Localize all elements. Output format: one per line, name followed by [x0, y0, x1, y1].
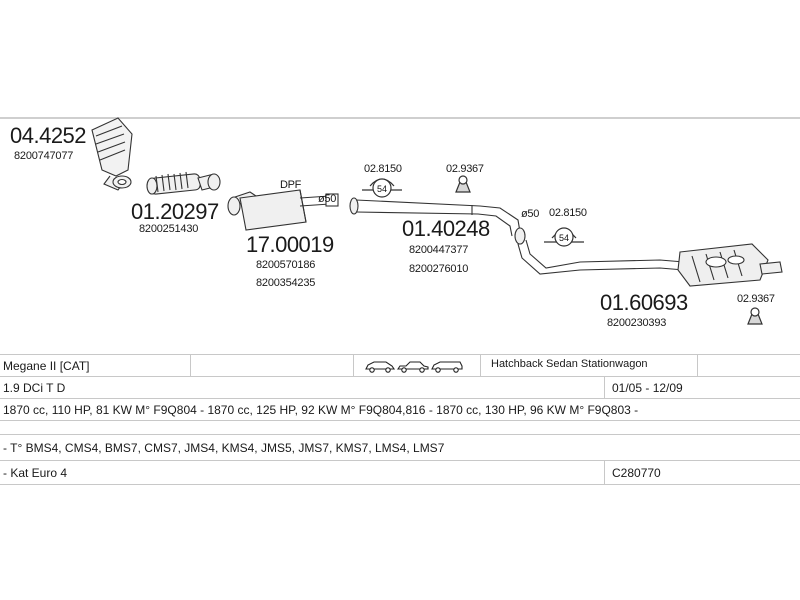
stationwagon-icon	[431, 360, 463, 373]
oem-number: 8200276010	[409, 263, 469, 275]
table-row: Megane II [CAT] Hatchback Sedan Stationw…	[0, 354, 800, 377]
oem-number: 8200747077	[14, 150, 74, 162]
diameter-label: ø50	[521, 208, 540, 220]
oem-number: 8200354235	[256, 277, 316, 289]
sedan-icon	[396, 360, 429, 373]
oem-number: 8200447377	[409, 244, 469, 256]
column-divider	[353, 355, 354, 376]
clamp-part-number: 02.8150	[364, 163, 402, 175]
production-years: 01/05 - 12/09	[612, 380, 683, 395]
table-row: - Kat Euro 4 C280770	[0, 461, 800, 485]
part-number: 01.40248	[402, 216, 490, 241]
part-number: 01.20297	[131, 199, 219, 224]
engine-codes: - T° BMS4, CMS4, BMS7, CMS7, JMS4, KMS4,…	[3, 440, 445, 455]
model-name: Megane II [CAT]	[3, 358, 90, 373]
exhaust-diagram: 54 54	[91, 117, 783, 325]
flex-pipe-icon	[146, 171, 221, 195]
clamp-ring-icon: 54	[362, 178, 402, 198]
dpf-label: DPF	[280, 179, 302, 191]
clamp-part-number: 02.8150	[549, 207, 587, 219]
mount-part-number: 02.9367	[446, 163, 484, 175]
rubber-mount-icon	[455, 175, 471, 193]
oem-number: 8200251430	[139, 223, 199, 235]
column-divider	[604, 377, 605, 398]
table-row: - T° BMS4, CMS4, BMS7, CMS7, JMS4, KMS4,…	[0, 435, 800, 461]
column-divider	[697, 355, 698, 376]
clamp-ring-icon: 54	[544, 227, 584, 247]
part-number: 01.60693	[600, 290, 688, 315]
oem-number: 8200230393	[607, 317, 667, 329]
emission-standard: - Kat Euro 4	[3, 465, 68, 480]
rear-muffler-icon	[517, 239, 783, 287]
part-number: 04.4252	[10, 123, 87, 148]
body-types-text: Hatchback Sedan Stationwagon	[491, 358, 648, 370]
top-divider	[0, 117, 800, 119]
column-divider	[480, 355, 481, 376]
rubber-mount-icon	[747, 307, 763, 325]
dpf-filter-icon	[227, 189, 339, 231]
catalytic-converter-icon	[91, 117, 133, 191]
oem-number: 8200570186	[256, 259, 316, 271]
table-row: 1.9 DCi T D 01/05 - 12/09	[0, 377, 800, 399]
mount-part-number: 02.9367	[737, 293, 775, 305]
hatchback-icon	[365, 360, 396, 373]
column-divider	[190, 355, 191, 376]
table-row	[0, 421, 800, 435]
engine-specs: 1870 cc, 110 HP, 81 KW M° F9Q804 - 1870 …	[3, 402, 639, 417]
body-type-icons	[364, 355, 464, 376]
table-row: 1870 cc, 110 HP, 81 KW M° F9Q804 - 1870 …	[0, 399, 800, 421]
diameter-label: ø50	[318, 193, 337, 205]
svg-text:54: 54	[559, 233, 569, 243]
engine-name: 1.9 DCi T D	[3, 380, 66, 395]
middle-pipe-icon	[349, 197, 526, 245]
column-divider	[604, 461, 605, 484]
catalog-code: C280770	[612, 465, 661, 480]
svg-text:54: 54	[377, 184, 387, 194]
part-number: 17.00019	[246, 232, 334, 257]
